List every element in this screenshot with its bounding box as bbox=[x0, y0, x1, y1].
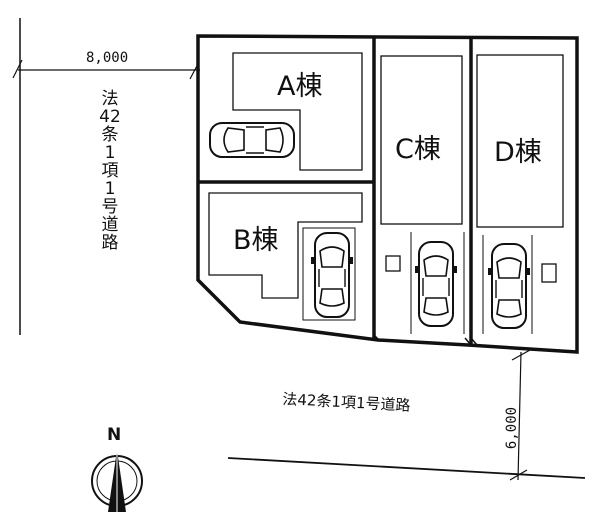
compass-icon bbox=[91, 450, 143, 512]
parking-bay-b bbox=[302, 227, 356, 321]
lot-label-d: D棟 bbox=[494, 137, 542, 168]
car-lot-d bbox=[487, 243, 531, 329]
south-road-edge bbox=[227, 457, 586, 479]
site-boundary bbox=[196, 34, 579, 354]
meter-box-d bbox=[541, 263, 557, 283]
lot-label-c: C棟 bbox=[395, 134, 441, 165]
south-road-width-label: 6,000 bbox=[504, 406, 521, 450]
north-label: N bbox=[107, 425, 122, 445]
building-footprint-d bbox=[476, 54, 564, 228]
car-lot-c bbox=[414, 241, 458, 327]
meter-box-c bbox=[385, 255, 401, 272]
west-road-label: 法42条1項1号道路 bbox=[99, 89, 121, 253]
building-footprint-b bbox=[208, 192, 363, 299]
lot-label-b: B棟 bbox=[233, 225, 279, 256]
building-footprint-a bbox=[232, 52, 363, 171]
lot-label-a: A棟 bbox=[277, 71, 323, 102]
dimension-line-south bbox=[517, 351, 522, 481]
car-lot-a bbox=[209, 122, 295, 158]
car-lot-b bbox=[310, 232, 354, 318]
building-footprint-c bbox=[380, 55, 463, 225]
west-road-width-label: 8,000 bbox=[86, 50, 129, 66]
